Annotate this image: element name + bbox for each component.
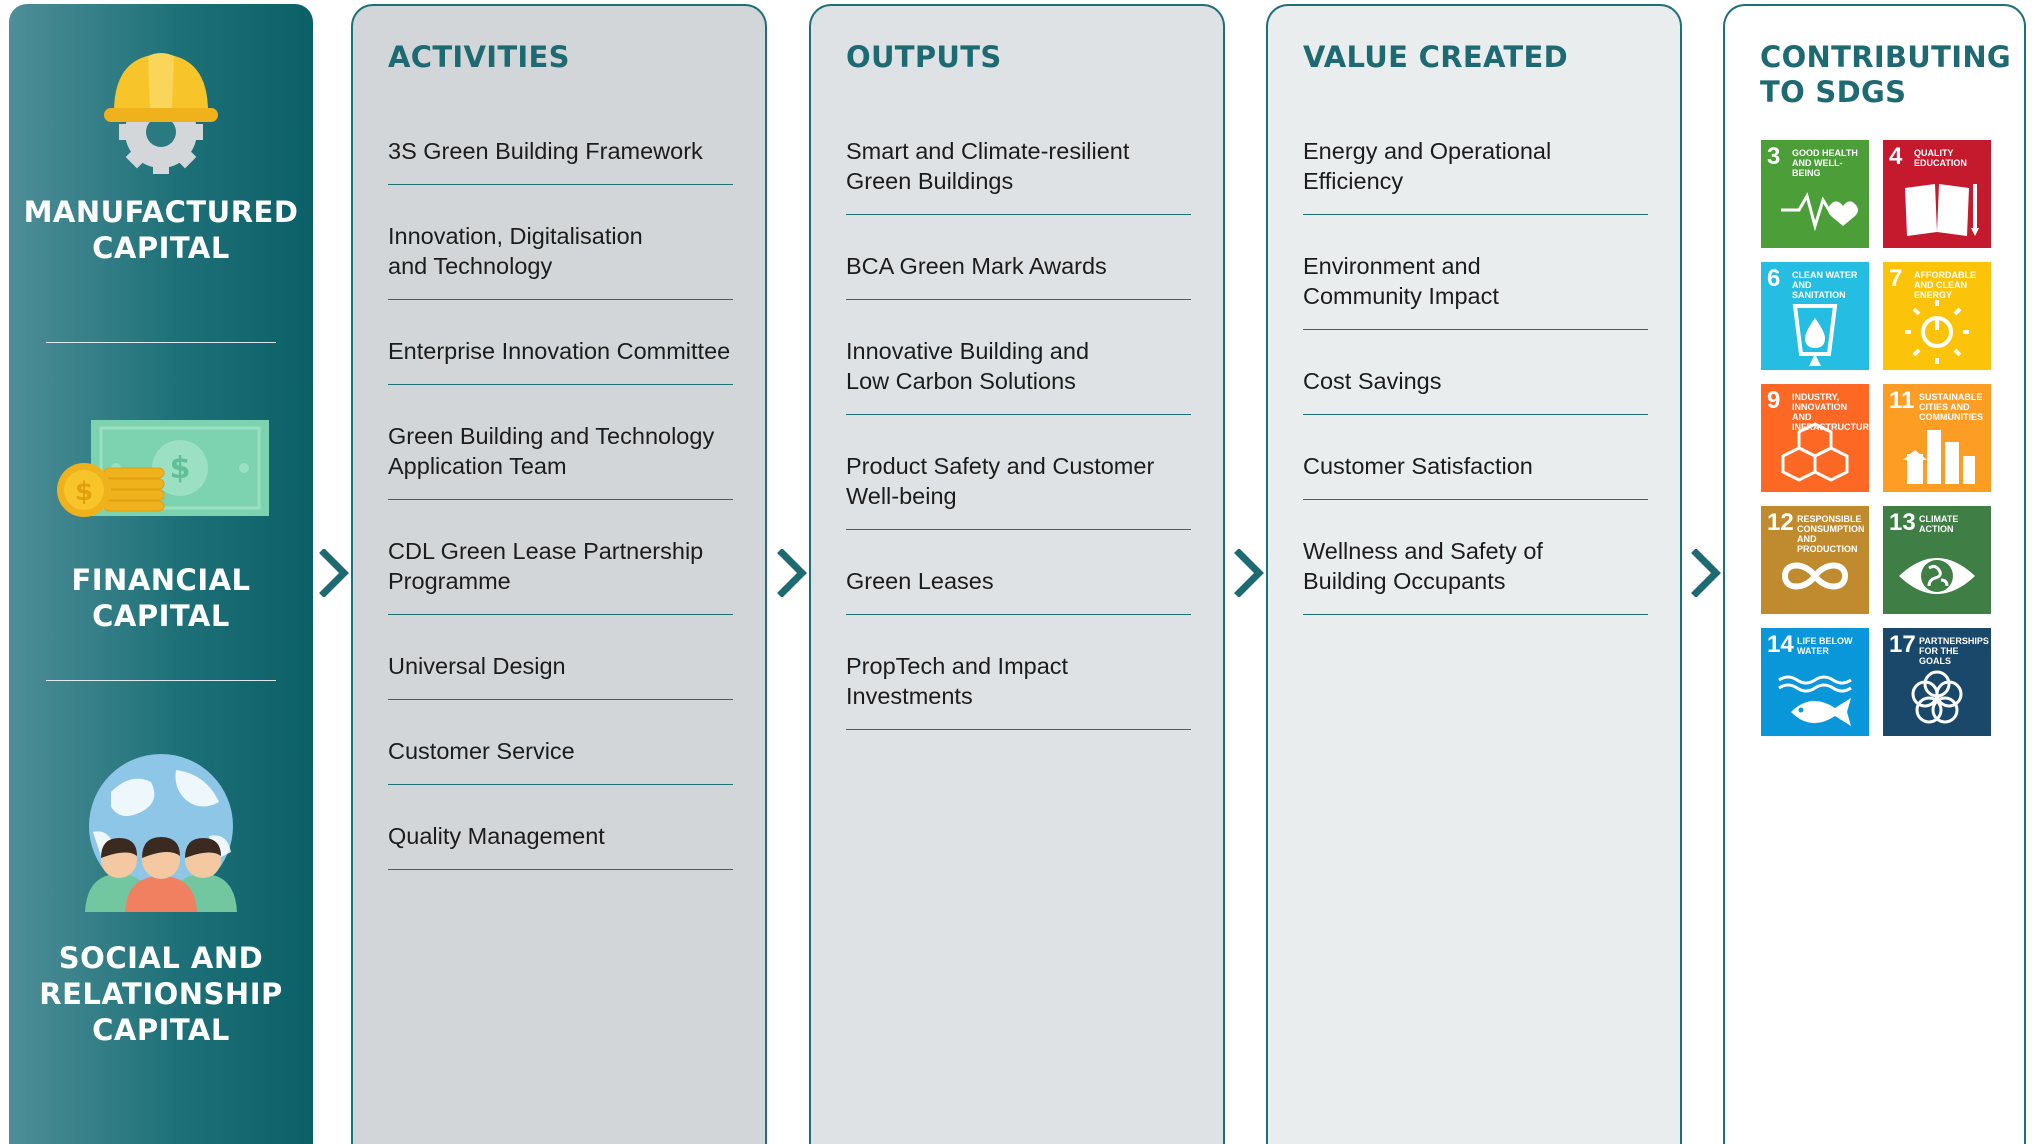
list-item: Green Building and Technology Applicatio…: [388, 417, 733, 500]
list-item: PropTech and Impact Investments: [846, 647, 1191, 730]
sdg-number: 4: [1889, 143, 1903, 170]
list-item: CDL Green Lease Partnership Programme: [388, 532, 733, 615]
chevron-right-icon: [777, 549, 807, 597]
panel-title: OUTPUTS: [846, 40, 1002, 74]
flower-rings-icon: [1911, 670, 1963, 724]
list-item: Product Safety and Customer Well-being: [846, 447, 1191, 530]
panel-title: ACTIVITIES: [388, 40, 570, 74]
sdg-number: 14: [1767, 631, 1794, 658]
sdg-number: 9: [1767, 387, 1781, 414]
sdg-name: PARTNERSHIPS FOR THE GOALS: [1919, 636, 1989, 666]
list-item: Cost Savings: [1303, 362, 1648, 415]
list-item: Green Leases: [846, 562, 1191, 615]
svg-text:$: $: [75, 477, 93, 507]
cubes-icon: [1781, 422, 1849, 482]
infinity-icon: [1781, 562, 1849, 590]
capitals-column: MANUFACTURED CAPITAL $ $ FINANCIAL CAPIT…: [9, 4, 313, 1144]
sdg-name: AFFORDABLE AND CLEAN ENERGY: [1914, 270, 1976, 300]
money-coins-icon: $ $: [57, 420, 269, 517]
sdg-number: 12: [1767, 509, 1794, 536]
sdg-grid: 3 GOOD HEALTH AND WELL-BEING 4 QUALITY EDUC…: [1761, 140, 2001, 736]
water-drop-icon: [1792, 304, 1838, 366]
chevron-right-icon: [319, 549, 349, 597]
list-item: Quality Management: [388, 817, 733, 870]
capital-divider: [46, 342, 276, 343]
sun-power-icon: [1905, 300, 1969, 364]
capital-financial: $ $ FINANCIAL CAPITAL: [9, 414, 313, 634]
list-item: Enterprise Innovation Committee: [388, 332, 733, 385]
list-item: Customer Satisfaction: [1303, 447, 1648, 500]
list-item: Wellness and Safety of Building Occupant…: [1303, 532, 1648, 615]
fish-icon: [1778, 675, 1852, 726]
sdgs-panel: CONTRIBUTING TO SDGS 3 GOOD HEALTH AND WE…: [1723, 4, 2026, 1144]
capital-label: FINANCIAL CAPITAL: [71, 563, 251, 633]
book-icon: [1905, 184, 1979, 236]
hardhat-gear-icon: [104, 53, 218, 174]
panel-title: CONTRIBUTING TO SDGS: [1760, 40, 2012, 109]
list-item: BCA Green Mark Awards: [846, 247, 1191, 300]
sdg-name: RESPONSIBLE CONSUMPTION AND PRODUCTION: [1797, 514, 1865, 554]
sdg-number: 11: [1889, 387, 1915, 414]
sdg-name: SUSTAINABLE CITIES AND COMMUNITIES: [1919, 392, 1983, 422]
sdg-number: 3: [1767, 143, 1781, 170]
chevron-right-icon: [1691, 549, 1721, 597]
eye-globe-icon: [1899, 558, 1975, 594]
sdg-number: 6: [1767, 265, 1781, 292]
capital-label: MANUFACTURED CAPITAL: [23, 195, 299, 265]
sdg-name: CLIMATE ACTION: [1919, 514, 1959, 534]
list-item: 3S Green Building Framework: [388, 132, 733, 185]
capital-label: SOCIAL AND RELATIONSHIP CAPITAL: [39, 941, 283, 1047]
capital-divider: [46, 680, 276, 681]
value-created-panel: VALUE CREATED Energy and Operational Eff…: [1266, 4, 1682, 1144]
list-item: Smart and Climate-resilient Green Buildi…: [846, 132, 1191, 215]
sdg-name: GOOD HEALTH AND WELL-BEING: [1792, 148, 1858, 178]
sdg-name: LIFE BELOW WATER: [1797, 636, 1853, 656]
sdg-tile: 4 QUALITY EDUCATION: [1883, 140, 1991, 248]
sdg-tile: 9 INDUSTRY, INNOVATION AND INFRASTRUCTURE: [1761, 384, 1869, 492]
heartbeat-icon: [1781, 192, 1858, 232]
city-icon: [1903, 430, 1975, 484]
chevron-right-icon: [1234, 549, 1264, 597]
sdg-tile: 7 AFFORDABLE AND CLEAN ENERGY: [1883, 262, 1991, 370]
list-item: Innovative Building and Low Carbon Solut…: [846, 332, 1191, 415]
sdg-number: 13: [1889, 509, 1916, 536]
sdg-tile: 6 CLEAN WATER AND SANITATION: [1761, 262, 1869, 370]
globe-people-icon: [85, 754, 237, 912]
list-item: Customer Service: [388, 732, 733, 785]
sdg-number: 7: [1889, 265, 1903, 292]
outputs-list: Smart and Climate-resilient Green Buildi…: [846, 132, 1191, 762]
list-item: Environment and Community Impact: [1303, 247, 1648, 330]
sdg-tile: 3 GOOD HEALTH AND WELL-BEING: [1761, 140, 1869, 248]
outputs-panel: OUTPUTS Smart and Climate-resilient Gree…: [809, 4, 1225, 1144]
list-item: Energy and Operational Efficiency: [1303, 132, 1648, 215]
sdg-name: QUALITY EDUCATION: [1914, 148, 1967, 168]
capital-social: SOCIAL AND RELATIONSHIP CAPITAL: [9, 752, 313, 1048]
sdg-number: 17: [1889, 631, 1916, 658]
capital-manufactured: MANUFACTURED CAPITAL: [9, 34, 313, 266]
panel-title: VALUE CREATED: [1303, 40, 1568, 74]
sdg-name: CLEAN WATER AND SANITATION: [1792, 270, 1858, 300]
sdg-name: INDUSTRY, INNOVATION AND INFRASTRUCTURE: [1792, 392, 1869, 432]
svg-text:$: $: [170, 451, 191, 486]
list-item: Innovation, Digitalisation and Technolog…: [388, 217, 733, 300]
list-item: Universal Design: [388, 647, 733, 700]
